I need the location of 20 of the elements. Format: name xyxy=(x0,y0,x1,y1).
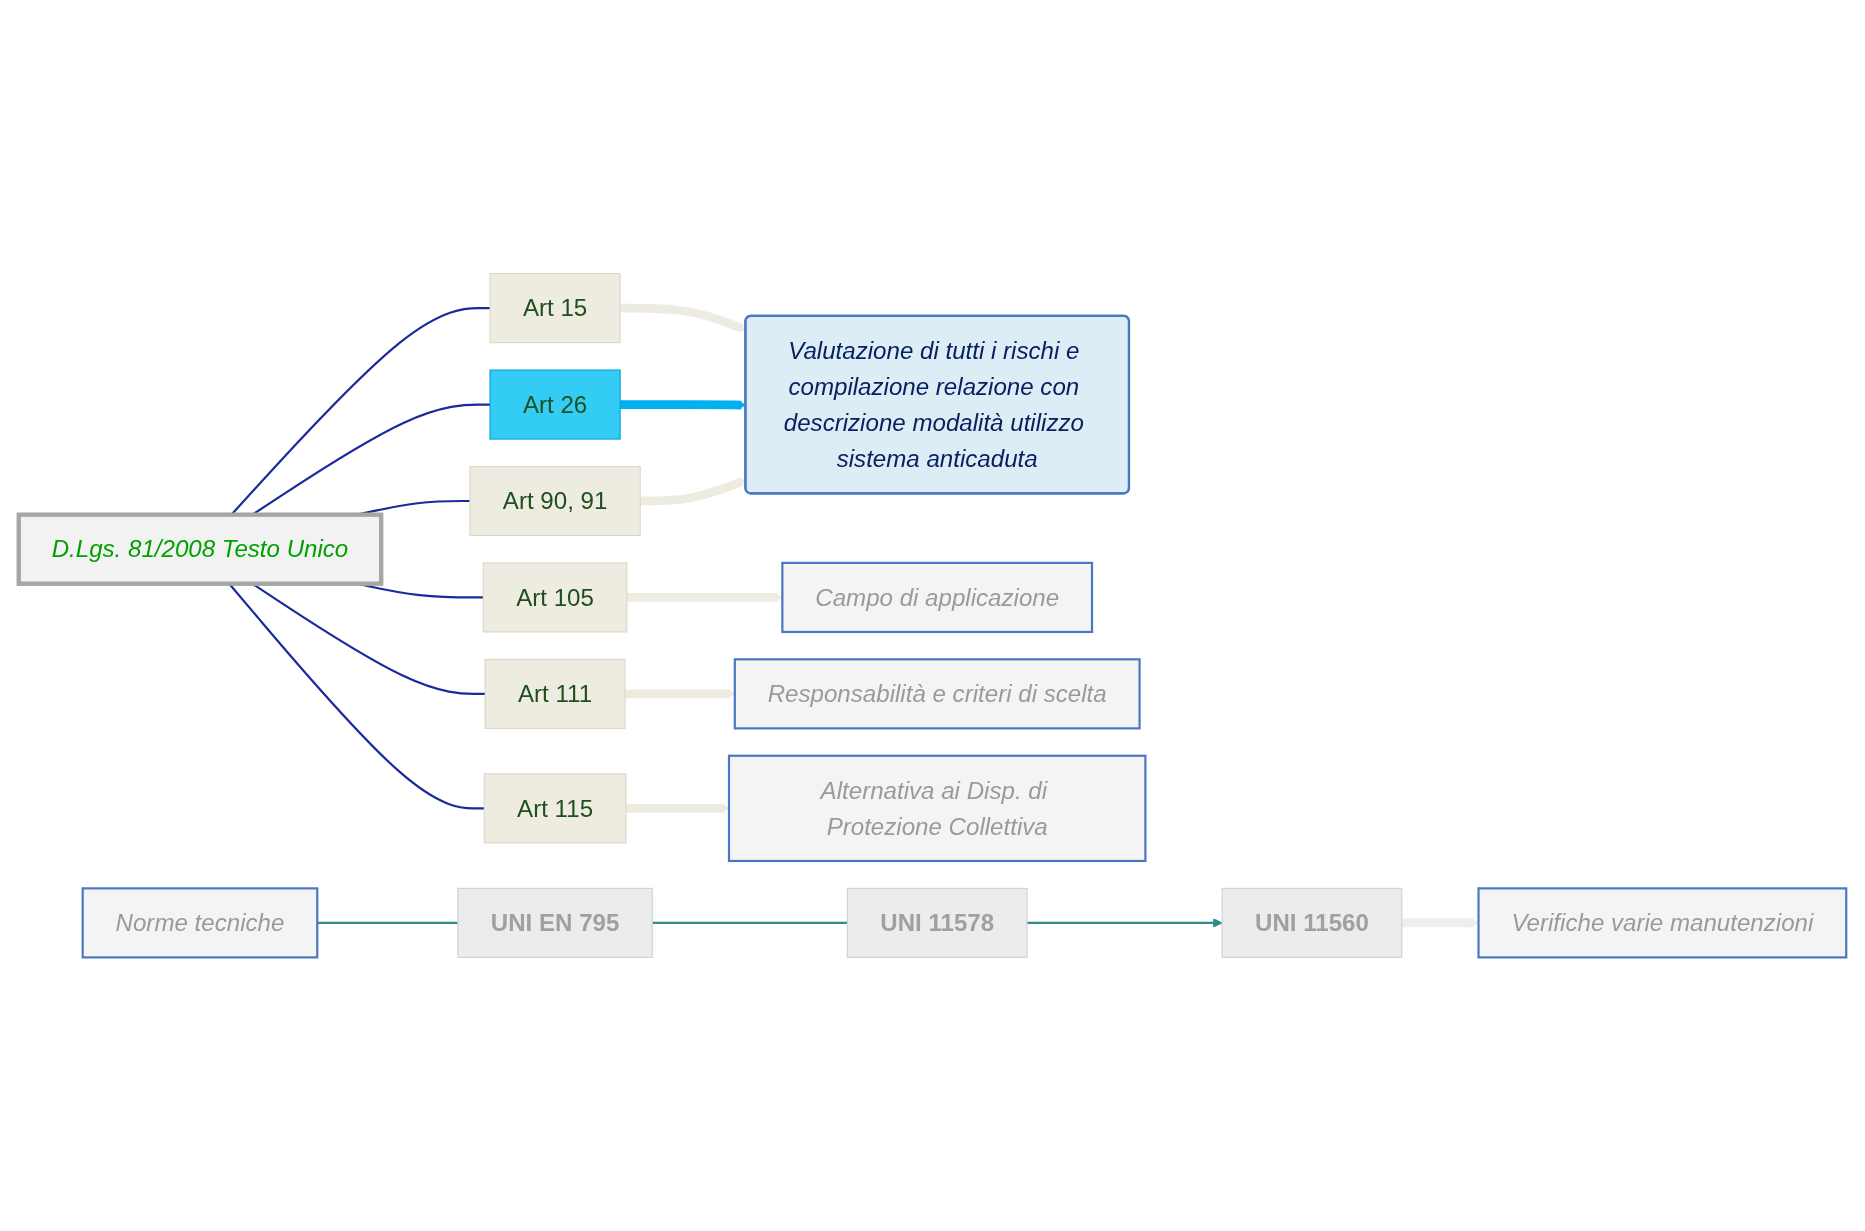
node-box: UNI 11578 xyxy=(846,887,1028,958)
node-box: Art 15 xyxy=(489,273,621,344)
node-box: UNI EN 795 xyxy=(457,887,653,958)
node-box: Responsabilità e criteri di scelta xyxy=(733,658,1141,730)
node-box: Campo di applicazione xyxy=(781,561,1094,634)
connector xyxy=(652,921,848,924)
node-box: Art 115 xyxy=(483,773,627,844)
node-box: Alternativa ai Disp. di Protezione Collettiva xyxy=(727,754,1147,863)
node-box: Art 105 xyxy=(482,562,628,633)
arrow xyxy=(626,592,783,603)
connector xyxy=(317,921,458,924)
node-box: Art 111 xyxy=(484,658,626,729)
node-box: Art 90, 91 xyxy=(469,465,641,537)
arrow xyxy=(1027,918,1223,928)
node-box: UNI 11560 xyxy=(1221,887,1403,958)
node-box: Norme tecniche xyxy=(81,887,319,959)
node-box: Art 26 xyxy=(489,369,621,440)
node-box: D.Lgs. 81/2008 Testo Unico xyxy=(16,512,384,586)
arrow xyxy=(1401,918,1479,928)
node-box: Verifiche varie manutenzioni xyxy=(1477,887,1848,959)
